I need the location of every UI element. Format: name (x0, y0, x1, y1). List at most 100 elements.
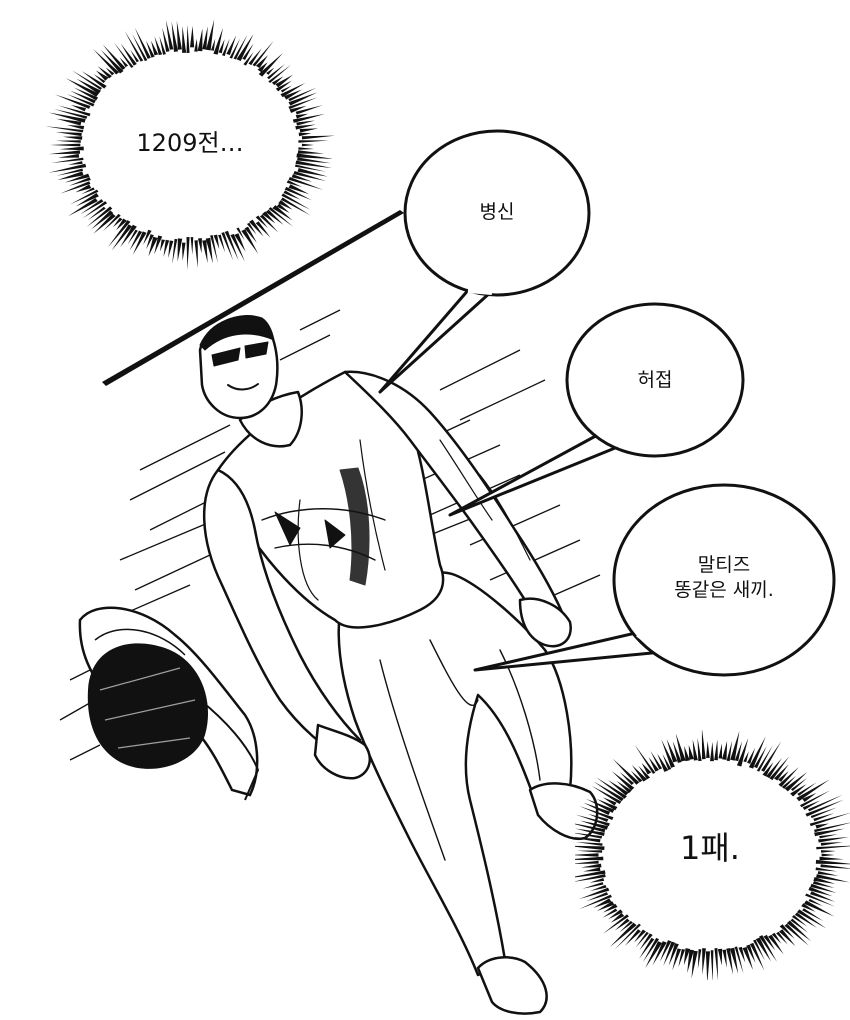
burst-spike (268, 207, 294, 227)
burst-spike (234, 233, 246, 252)
burst-spike (586, 798, 615, 813)
burst-spike (668, 943, 679, 966)
burst-spike (747, 747, 756, 764)
burst-spike (575, 874, 606, 882)
speech-bubble-3-text: 말티즈 똥같은 새끼. (674, 554, 774, 601)
burst-spike (619, 772, 634, 786)
burst-spike (289, 105, 307, 114)
burst-spike (291, 174, 313, 182)
burst-spike (672, 948, 682, 971)
burst-spike (116, 218, 127, 231)
burst-spike (91, 210, 114, 230)
burst-spike (692, 739, 698, 761)
burst-spike (280, 85, 292, 93)
burst-spike (76, 78, 101, 94)
burst-spike (810, 891, 836, 902)
burst-spike (297, 150, 325, 154)
burst-spike (591, 785, 622, 804)
speech-bubble-2-text: 허접 (637, 369, 673, 391)
burst-spike (634, 744, 656, 774)
burst-spike (820, 850, 836, 853)
burst-spike (288, 87, 317, 102)
burst-spike (190, 237, 194, 255)
burst-spike (722, 740, 728, 760)
burst-spike (210, 38, 216, 51)
burst-spike (66, 94, 95, 107)
burst-spike (805, 799, 844, 817)
burst-spike (165, 20, 174, 50)
burst-spike (602, 908, 618, 918)
burst-spike (776, 931, 788, 945)
burst-spike (815, 823, 829, 829)
burst-spike (666, 739, 678, 763)
burst-spike (813, 813, 835, 822)
burst-spike (151, 40, 159, 56)
burst-spike (575, 856, 604, 861)
burst-spike (218, 234, 226, 253)
burst-spike (154, 235, 163, 255)
burst-spike (48, 163, 87, 173)
burst-spike (633, 929, 646, 943)
burst-spike (763, 934, 776, 951)
burst-spike (73, 87, 99, 101)
burst-spike (722, 949, 727, 968)
burst-spike (579, 820, 609, 830)
burst-spike (652, 941, 667, 966)
burst-spike (278, 199, 293, 210)
burst-spike (786, 920, 812, 942)
burst-spike (87, 206, 106, 221)
burst-spike (616, 780, 632, 794)
impact-line (102, 210, 404, 386)
burst-spike (575, 870, 606, 878)
burst-spike (734, 741, 743, 762)
burst-spike (288, 97, 318, 110)
burst-spike (730, 730, 740, 761)
burst-spike (705, 951, 711, 980)
burst-spike (736, 737, 749, 767)
burst-spike (575, 837, 601, 843)
burst-spike (697, 949, 702, 969)
burst-spike (189, 25, 195, 48)
burst-spike (818, 836, 850, 843)
burst-spike (778, 766, 799, 787)
burst-spike (86, 206, 113, 227)
burst-spike (248, 48, 262, 66)
burst-spike (779, 924, 795, 939)
speech-bubble-3 (473, 483, 836, 677)
burst-spike (819, 834, 838, 839)
burst-spike (56, 168, 84, 176)
burst-spike (202, 26, 208, 50)
burst-spike (292, 113, 326, 123)
burst-spike (120, 43, 137, 66)
burst-spike (181, 242, 186, 261)
burst-spike (611, 771, 635, 791)
burst-spike (790, 918, 809, 933)
burst-spike (222, 38, 230, 56)
burst-spike (68, 161, 83, 165)
speech-bubble-1 (378, 129, 591, 394)
burst-spike (820, 842, 843, 846)
burst-spike (624, 929, 641, 946)
burst-spike (255, 55, 269, 69)
burst-spike (268, 65, 291, 84)
burst-spike (813, 877, 836, 884)
burst-spike (688, 745, 694, 760)
burst-spike (283, 190, 301, 200)
burst-spike (130, 49, 139, 63)
burst-spike (812, 880, 835, 888)
burst-spike (596, 901, 615, 911)
burst-spike (70, 90, 96, 104)
burst-spike (171, 21, 179, 52)
burst-spike (683, 948, 691, 966)
burst-spike (272, 205, 293, 221)
burst-spike (70, 104, 87, 112)
caption-burst-top (45, 20, 336, 270)
burst-spike (743, 751, 749, 763)
burst-spike (814, 828, 845, 837)
burst-spike (817, 871, 839, 876)
burst-spike (71, 70, 103, 90)
burst-spike (814, 822, 850, 833)
speed-line (439, 349, 521, 391)
burst-spike (662, 753, 672, 770)
